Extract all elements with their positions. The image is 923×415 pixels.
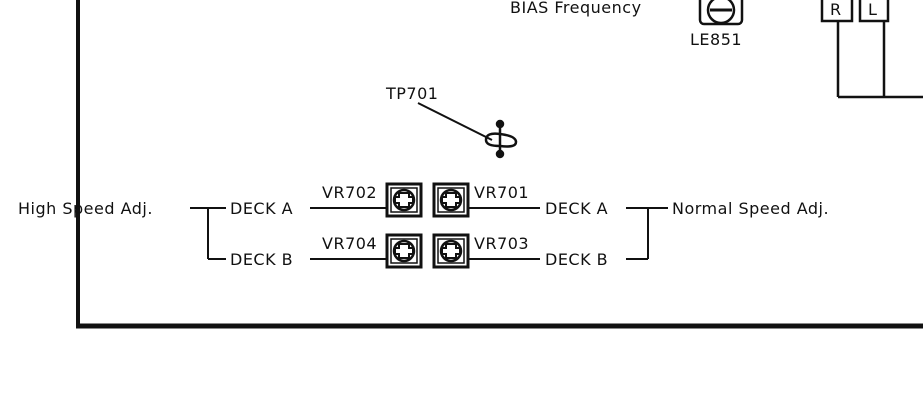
channel-connectors	[820, 0, 923, 99]
right-bracket	[626, 207, 668, 260]
vr704-pot-icon[interactable]	[385, 233, 423, 269]
bias-trimmer-icon[interactable]	[698, 0, 744, 26]
left-leader-lines	[310, 207, 386, 260]
right-leader-lines	[468, 207, 540, 260]
tp701-leader-line	[417, 102, 493, 141]
vr701-label: VR701	[474, 183, 529, 202]
vr702-pot-icon[interactable]	[385, 182, 423, 218]
right-deck-b-label: DECK B	[545, 250, 608, 269]
left-deck-a-label: DECK A	[230, 199, 293, 218]
high-speed-adj-label: High Speed Adj.	[18, 199, 153, 218]
vr703-pot-icon[interactable]	[432, 233, 470, 269]
connector-l-label: L	[868, 0, 877, 19]
right-deck-a-label: DECK A	[545, 199, 608, 218]
vr704-label: VR704	[322, 234, 377, 253]
vr703-label: VR703	[474, 234, 529, 253]
bias-frequency-label: BIAS Frequency	[510, 0, 642, 17]
le851-label: LE851	[690, 30, 742, 49]
left-deck-b-label: DECK B	[230, 250, 293, 269]
vr702-label: VR702	[322, 183, 377, 202]
test-point-icon[interactable]	[484, 119, 518, 159]
board-outline	[76, 0, 923, 329]
left-bracket	[190, 207, 226, 260]
tp701-label: TP701	[385, 84, 438, 103]
normal-speed-adj-label: Normal Speed Adj.	[672, 199, 829, 218]
connector-r-label: R	[830, 0, 842, 19]
vr701-pot-icon[interactable]	[432, 182, 470, 218]
